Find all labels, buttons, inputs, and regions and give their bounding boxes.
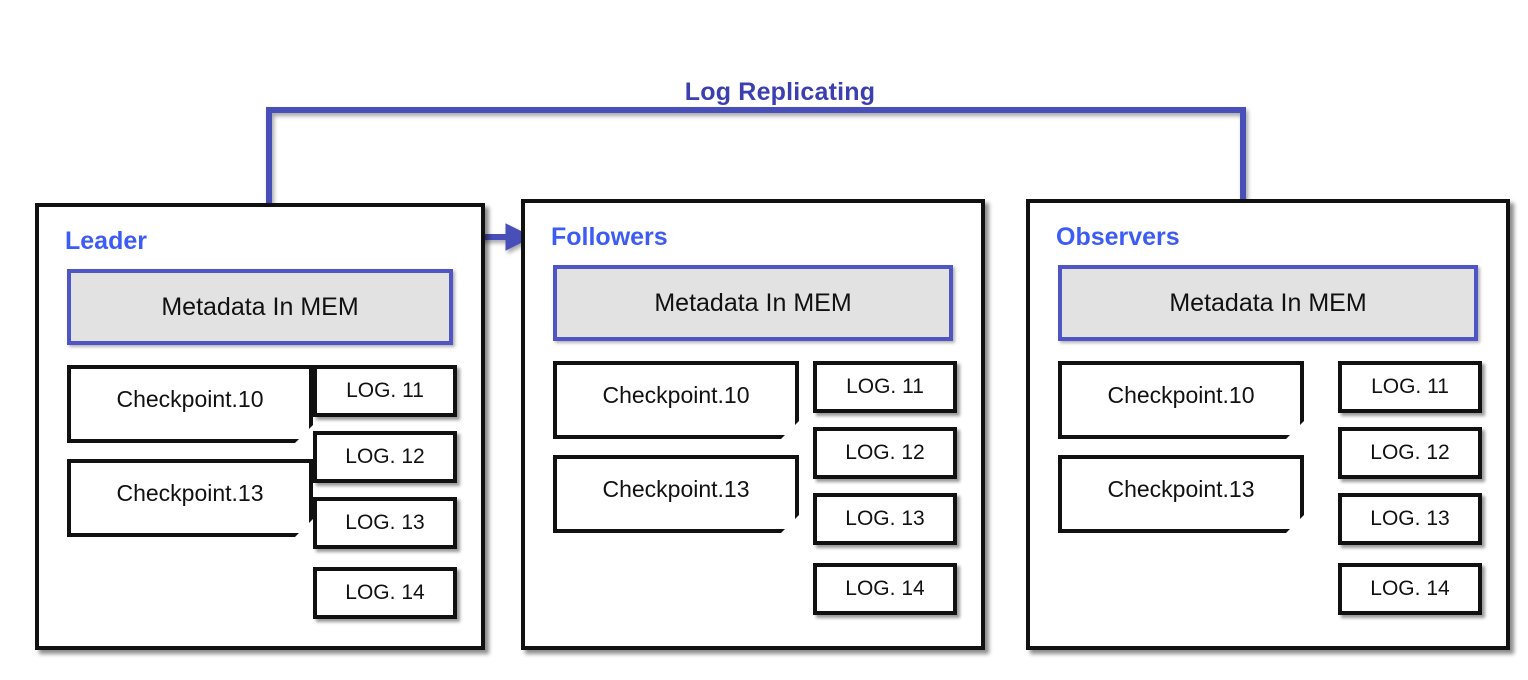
checkpoint-card[interactable]: Checkpoint.10 (1058, 361, 1304, 439)
log-card[interactable]: LOG. 12 (813, 427, 957, 479)
log-card[interactable]: LOG. 11 (313, 365, 457, 417)
checkpoint-label: Checkpoint.13 (1107, 475, 1255, 502)
checkpoint-column-followers: Checkpoint.10 Checkpoint.13 (553, 361, 799, 549)
store-region-followers: Checkpoint.10 Checkpoint.13 LOG. 11 LOG.… (553, 361, 957, 626)
checkpoint-label: Checkpoint.10 (602, 381, 750, 408)
log-card[interactable]: LOG. 13 (1338, 493, 1482, 545)
checkpoint-label: Checkpoint.13 (116, 479, 264, 506)
checkpoint-card[interactable]: Checkpoint.10 (553, 361, 799, 439)
metadata-box-observers[interactable]: Metadata In MEM (1058, 265, 1478, 341)
log-card[interactable]: LOG. 12 (1338, 427, 1482, 479)
checkpoint-card[interactable]: Checkpoint.13 (67, 459, 313, 537)
store-region-observers: Checkpoint.10 Checkpoint.13 LOG. 11 LOG.… (1058, 361, 1482, 626)
log-card[interactable]: LOG. 14 (813, 563, 957, 615)
metadata-box-followers[interactable]: Metadata In MEM (553, 265, 953, 341)
metadata-label: Metadata In MEM (161, 292, 359, 321)
node-panel-leader[interactable]: Leader Metadata In MEM Checkpoint.10 Che… (35, 203, 485, 650)
log-card[interactable]: LOG. 13 (813, 493, 957, 545)
checkpoint-label: Checkpoint.10 (116, 385, 264, 412)
checkpoint-column-observers: Checkpoint.10 Checkpoint.13 (1058, 361, 1304, 549)
node-panel-followers[interactable]: Followers Metadata In MEM Checkpoint.10 … (521, 199, 985, 650)
log-card[interactable]: LOG. 14 (1338, 563, 1482, 615)
checkpoint-column-leader: Checkpoint.10 Checkpoint.13 (67, 365, 313, 553)
node-panel-observers[interactable]: Observers Metadata In MEM Checkpoint.10 … (1026, 199, 1510, 650)
checkpoint-label: Checkpoint.13 (602, 475, 750, 502)
checkpoint-card[interactable]: Checkpoint.13 (1058, 455, 1304, 533)
log-column-leader: LOG. 11 LOG. 12 LOG. 13 LOG. 14 (313, 365, 457, 633)
checkpoint-card[interactable]: Checkpoint.13 (553, 455, 799, 533)
log-column-observers: LOG. 11 LOG. 12 LOG. 13 LOG. 14 (1338, 361, 1482, 629)
node-label-observers: Observers (1056, 223, 1180, 251)
log-column-followers: LOG. 11 LOG. 12 LOG. 13 LOG. 14 (813, 361, 957, 629)
store-region-leader: Checkpoint.10 Checkpoint.13 LOG. 11 LOG.… (67, 365, 457, 626)
log-card[interactable]: LOG. 11 (1338, 361, 1482, 413)
node-label-followers: Followers (551, 223, 668, 251)
metadata-label: Metadata In MEM (1169, 288, 1367, 317)
log-card[interactable]: LOG. 11 (813, 361, 957, 413)
log-card[interactable]: LOG. 13 (313, 497, 457, 549)
metadata-label: Metadata In MEM (654, 288, 852, 317)
node-label-leader: Leader (65, 227, 147, 255)
checkpoint-card[interactable]: Checkpoint.10 (67, 365, 313, 443)
diagram-title: Log Replicating (684, 78, 876, 106)
checkpoint-label: Checkpoint.10 (1107, 381, 1255, 408)
log-card[interactable]: LOG. 14 (313, 567, 457, 619)
log-card[interactable]: LOG. 12 (313, 431, 457, 483)
metadata-box-leader[interactable]: Metadata In MEM (67, 269, 453, 345)
